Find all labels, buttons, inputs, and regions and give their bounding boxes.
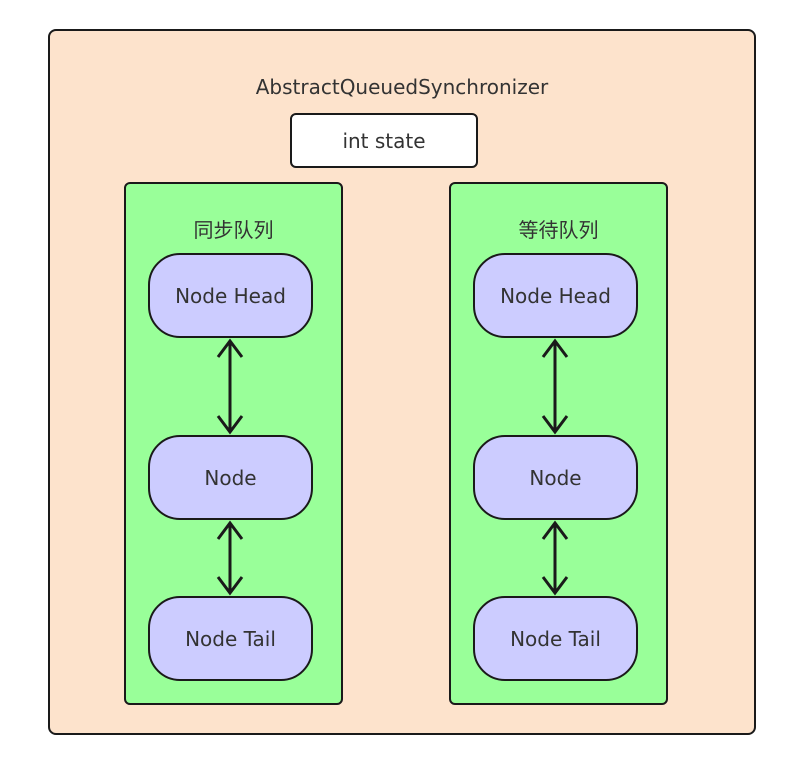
wait-queue-node-tail: Node Tail — [473, 596, 638, 681]
state-field-box: int state — [290, 113, 478, 168]
wait-queue-title: 等待队列 — [518, 218, 599, 242]
node-label: Node — [204, 465, 257, 490]
double-arrow-icon — [541, 520, 569, 596]
wait-queue: 等待队列 Node Head Node Node Tail — [449, 182, 668, 705]
aqs-container: AbstractQueuedSynchronizer int state 同步队… — [48, 29, 756, 735]
node-label: Node Head — [500, 283, 611, 308]
wait-queue-node: Node — [473, 435, 638, 520]
sync-queue-node-head: Node Head — [148, 253, 313, 338]
node-label: Node — [529, 465, 582, 490]
sync-queue-title: 同步队列 — [193, 218, 274, 242]
node-label: Node Head — [175, 283, 286, 308]
aqs-title: AbstractQueuedSynchronizer — [255, 75, 549, 99]
sync-queue-node: Node — [148, 435, 313, 520]
double-arrow-icon — [541, 338, 569, 435]
sync-queue-node-tail: Node Tail — [148, 596, 313, 681]
node-label: Node Tail — [185, 626, 276, 651]
double-arrow-icon — [216, 520, 244, 596]
sync-queue: 同步队列 Node Head Node Node Tail — [124, 182, 343, 705]
double-arrow-icon — [216, 338, 244, 435]
wait-queue-node-head: Node Head — [473, 253, 638, 338]
state-field-label: int state — [342, 128, 426, 153]
node-label: Node Tail — [510, 626, 601, 651]
